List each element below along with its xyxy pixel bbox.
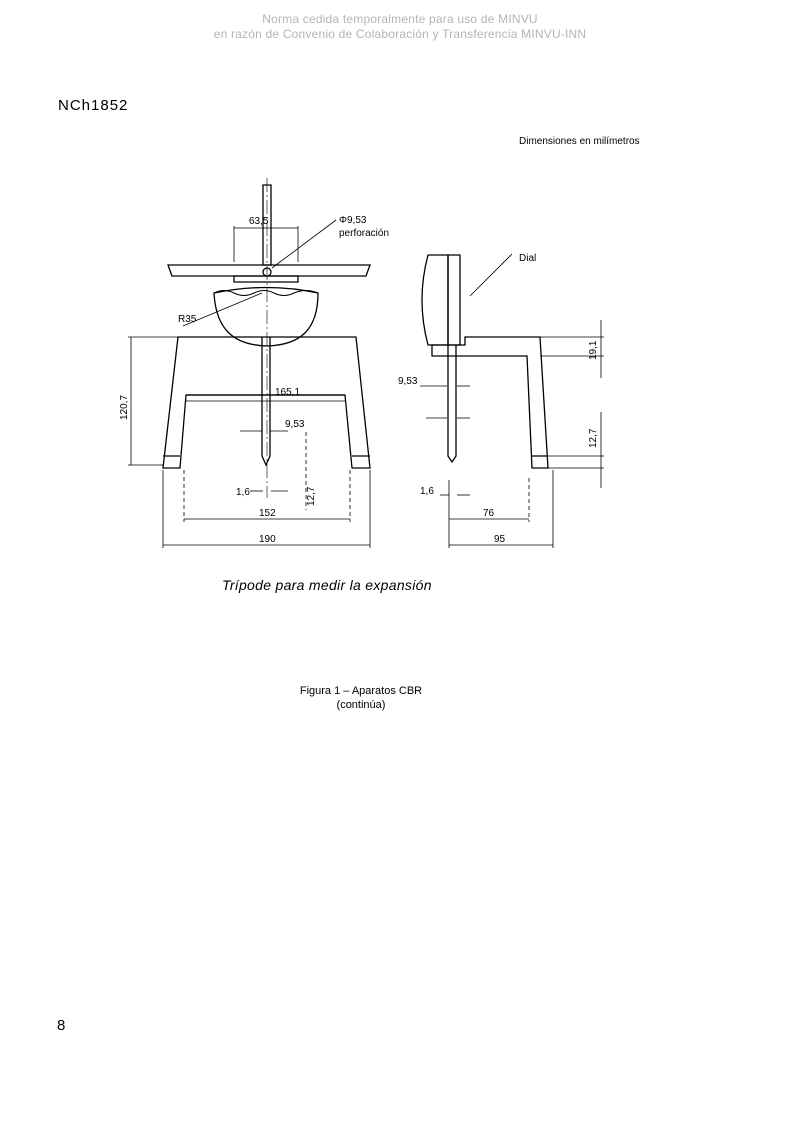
units-note: Dimensiones en milímetros (519, 136, 640, 147)
dial-body (214, 288, 318, 347)
side-rod (448, 345, 456, 462)
crossbar (168, 265, 370, 276)
label-rod-9-53: 9,53 (285, 419, 305, 430)
label-side-12-7: 12,7 (588, 428, 599, 448)
label-63-5: 63,5 (249, 216, 269, 227)
tripod-technical-drawing: Φ9,53 perforación 63,5 R35 120,7 165,1 9… (119, 0, 800, 620)
figure-title: Figura 1 – Aparatos CBR (continúa) (0, 684, 722, 712)
page-number: 8 (57, 1017, 66, 1034)
figure-title-continued: (continúa) (336, 699, 386, 711)
label-perforation: perforación (339, 228, 389, 239)
label-hole-diameter: Φ9,53 (339, 215, 367, 226)
label-190: 190 (259, 534, 276, 545)
document-code: NCh1852 (58, 97, 129, 114)
label-side-76: 76 (483, 508, 495, 519)
side-frame (432, 337, 548, 468)
hub (234, 276, 298, 282)
label-tip-12-7: 12,7 (306, 486, 317, 506)
dial-side (422, 255, 448, 345)
label-side-19-1: 19,1 (588, 340, 599, 360)
tripod-frame (163, 337, 370, 468)
label-152: 152 (259, 508, 276, 519)
dial-plate (448, 255, 460, 345)
label-165-1: 165,1 (275, 387, 300, 398)
label-side-9-53: 9,53 (398, 376, 418, 387)
label-side-1-6: 1,6 (420, 486, 434, 497)
label-tip-1-6: 1,6 (236, 487, 250, 498)
label-height: 120,7 (119, 395, 130, 420)
label-side-95: 95 (494, 534, 506, 545)
watermark: Norma cedida temporalmente para uso de M… (0, 12, 800, 42)
watermark-line-2: en razón de Convenio de Colaboración y T… (213, 27, 587, 41)
measuring-rod (262, 337, 270, 465)
label-radius: R35 (178, 314, 197, 325)
drawing-caption: Trípode para medir la expansión (222, 577, 432, 593)
label-dial: Dial (519, 253, 536, 264)
figure-title-main: Figura 1 – Aparatos CBR (299, 685, 423, 697)
watermark-line-1: Norma cedida temporalmente para uso de M… (262, 12, 538, 26)
